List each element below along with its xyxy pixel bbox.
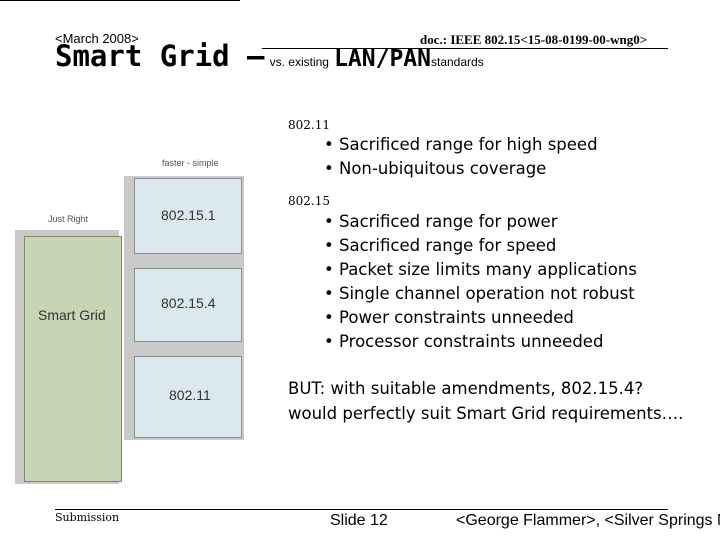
section-label-802-15: 802.15 [288,194,330,208]
conclusion-text: BUT: with suitable amendments, 802.15.4?… [288,379,684,423]
box-802-15-4-label: 802.15.4 [161,295,216,311]
title-rule [262,48,668,49]
smart-grid-label: Smart Grid [38,307,106,323]
bullet-item: • Single channel operation not robust [324,284,635,303]
slide-title: Smart Grid – vs. existing LAN/PANstandar… [55,42,484,71]
box-802-15-1: 802.15.1 [134,178,242,254]
footer-rule [55,509,668,510]
title-part3: LAN/PAN [334,46,431,72]
box-802-11: 802.11 [134,356,242,438]
box-802-15-1-label: 802.15.1 [161,207,216,223]
bullet-item: • Non-ubiquitous coverage [324,159,547,178]
bullet-item: • Processor constraints unneeded [324,332,604,351]
footer-author-clip: <George Flammer>, <Silver Springs Networ… [456,512,720,540]
title-part2: vs. existing [269,55,329,69]
footer-author: <George Flammer>, <Silver Springs Networ… [456,512,720,529]
box-802-11-label: 802.11 [169,387,211,403]
section-label-802-11: 802.11 [288,118,330,132]
section-802-11-bullets: • Sacrificed range for high speed • Non-… [324,133,598,181]
bullet-item: • Sacrificed range for high speed [324,135,598,154]
title-part1: Smart Grid – [55,39,265,73]
standards-diagram: faster - simple Just Right 802.15.1 802.… [10,150,280,490]
footer-submission: Submission [55,511,120,524]
diagram-left-label: Just Right [48,214,89,224]
header-doc-id: doc.: IEEE 802.15<15-08-0199-00-wng0> [420,32,648,47]
section-802-15-bullets: • Sacrificed range for power • Sacrifice… [324,210,637,354]
title-part4: standards [431,55,484,69]
bullet-item: • Power constraints unneeded [324,308,574,327]
bullet-item: • Sacrificed range for speed [324,236,557,255]
footer-slide-number: Slide 12 [330,512,388,529]
box-802-15-4: 802.15.4 [134,268,242,342]
header-date: <March 2008> [55,31,139,46]
top-rule [0,0,240,1]
bullet-item: • Sacrificed range for power [324,212,558,231]
smart-grid-box: Smart Grid [24,236,122,482]
bullet-item: • Packet size limits many applications [324,260,637,279]
diagram-top-label: faster - simple [162,158,219,168]
